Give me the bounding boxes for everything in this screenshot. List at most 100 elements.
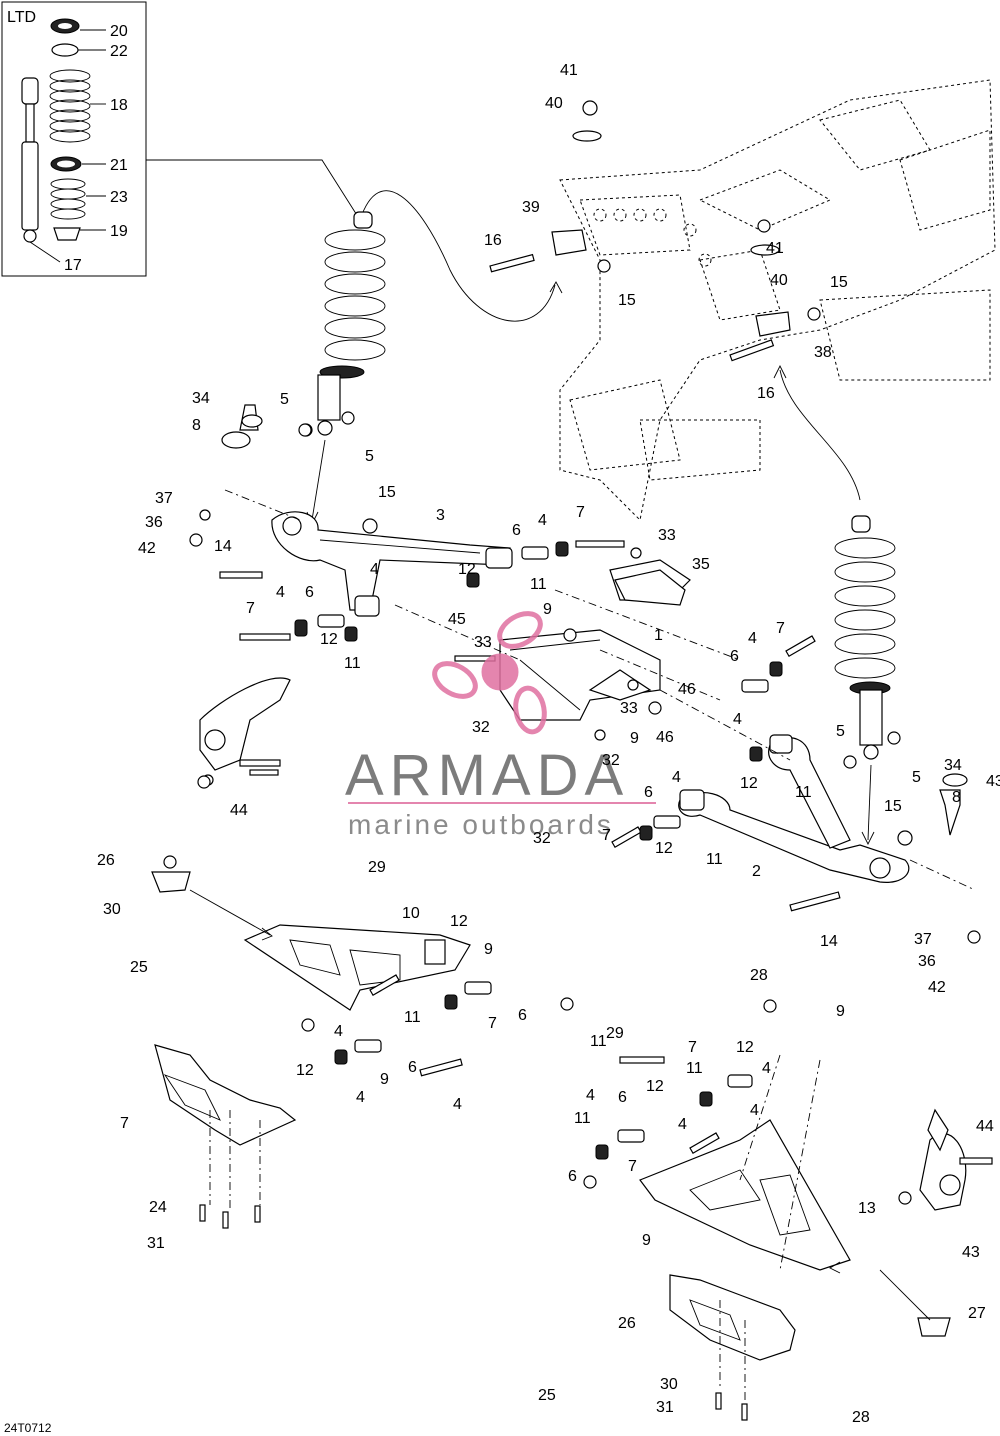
watermark-tagline: marine outboards	[348, 809, 614, 840]
callout-label: 7	[602, 827, 611, 844]
callout-label: 30	[103, 901, 121, 918]
callout-label: 14	[214, 538, 232, 555]
callout-label: 9	[630, 730, 639, 747]
callout-label: 9	[380, 1071, 389, 1088]
callout-label: 15	[378, 484, 396, 501]
callout-label: 4	[748, 630, 757, 647]
callout-label: 7	[488, 1015, 497, 1032]
callout-label: 5	[912, 769, 921, 786]
steering-knuckle-right	[919, 1108, 993, 1211]
callout-label: 11	[574, 1110, 591, 1127]
callout-label: 43	[962, 1244, 980, 1261]
callout-label: 12	[646, 1078, 664, 1095]
callout-label: 41	[560, 62, 578, 79]
callout-label: 12	[655, 840, 673, 857]
inset-label: 22	[110, 43, 128, 60]
callout-label: 28	[750, 967, 768, 984]
lower-a-arm-left	[243, 924, 471, 1011]
callout-label: 7	[246, 600, 255, 617]
propeller-logo	[432, 611, 547, 735]
callout-label: 11	[686, 1060, 703, 1077]
callout-label: 9	[484, 941, 493, 958]
callout-label: 15	[618, 292, 636, 309]
callout-label: 3	[436, 507, 445, 524]
callout-label: 4	[453, 1096, 462, 1113]
callout-label: 36	[918, 953, 936, 970]
callout-label: 41	[766, 240, 784, 257]
callout-label: 6	[568, 1168, 577, 1185]
shock-absorber-left	[299, 211, 386, 526]
callout-label: 5	[365, 448, 374, 465]
callout-label: 10	[402, 905, 420, 922]
lower-a-arm-right	[639, 1119, 851, 1271]
callout-label: 12	[450, 913, 468, 930]
callout-label: 7	[576, 504, 585, 521]
inset-label: 19	[110, 223, 128, 240]
callout-label: 4	[586, 1087, 595, 1104]
callout-label: 4	[538, 512, 547, 529]
callout-label: 6	[518, 1007, 527, 1024]
callout-label: 40	[770, 272, 788, 289]
callout-label: 25	[130, 959, 148, 976]
hardware	[189, 100, 981, 1421]
callout-label: 32	[533, 830, 551, 847]
callout-label: 13	[858, 1200, 876, 1217]
callout-label: 4	[672, 769, 681, 786]
callout-label: 5	[280, 391, 289, 408]
armada-watermark: ARMADA marine outboards	[345, 611, 656, 840]
callout-label: 6	[618, 1089, 627, 1106]
callout-label: 7	[628, 1158, 637, 1175]
callout-label: 45	[448, 611, 466, 628]
callout-label: 34	[192, 390, 210, 407]
callout-label: 8	[192, 417, 201, 434]
callout-label: 33	[474, 634, 492, 651]
callout-label: 44	[230, 802, 248, 819]
callout-label: 6	[644, 784, 653, 801]
callout-label: 46	[678, 681, 696, 698]
upper-a-arm-right	[678, 734, 910, 883]
callout-label: 37	[914, 931, 932, 948]
callout-label: 4	[762, 1060, 771, 1077]
callout-label: 33	[658, 527, 676, 544]
callout-label: 15	[884, 798, 902, 815]
watermark-brand: ARMADA	[345, 743, 629, 808]
callout-label: 4	[733, 711, 742, 728]
callout-label: 12	[458, 561, 476, 578]
callout-label: 12	[740, 775, 758, 792]
callout-label: 6	[730, 648, 739, 665]
callout-label: 28	[852, 1409, 870, 1426]
callout-label: 42	[138, 540, 156, 557]
callout-label: 31	[656, 1399, 674, 1416]
callout-label: 33	[620, 700, 638, 717]
callout-label: 11	[404, 1009, 421, 1026]
callout-label: 4	[370, 561, 379, 578]
callout-label: 30	[660, 1376, 678, 1393]
callout-label: 32	[472, 719, 490, 736]
mounting-arrows	[359, 190, 861, 501]
skid-plate-right	[669, 1274, 796, 1361]
callout-label: 40	[545, 95, 563, 112]
callout-label: 4	[356, 1089, 365, 1106]
callout-label: 16	[484, 232, 502, 249]
shock-absorber-right	[834, 515, 901, 846]
callout-label: 31	[147, 1235, 165, 1252]
callout-label: 6	[305, 584, 314, 601]
callout-label: 9	[642, 1232, 651, 1249]
inset-label: 17	[64, 257, 82, 274]
inset-label: 20	[110, 23, 128, 40]
callout-label: 11	[344, 655, 361, 672]
callout-label: 9	[543, 601, 552, 618]
callout-label: 29	[606, 1025, 624, 1042]
skid-plate-left	[154, 1044, 297, 1146]
callout-label: 11	[590, 1033, 607, 1050]
callout-label: 1	[654, 627, 663, 644]
callout-label: 15	[830, 274, 848, 291]
callout-label: 38	[814, 344, 832, 361]
callout-label: 12	[736, 1039, 754, 1056]
callout-label: 42	[928, 979, 946, 996]
callout-label: 12	[320, 631, 338, 648]
ball-joints	[151, 404, 961, 1337]
callout-label: 37	[155, 490, 173, 507]
